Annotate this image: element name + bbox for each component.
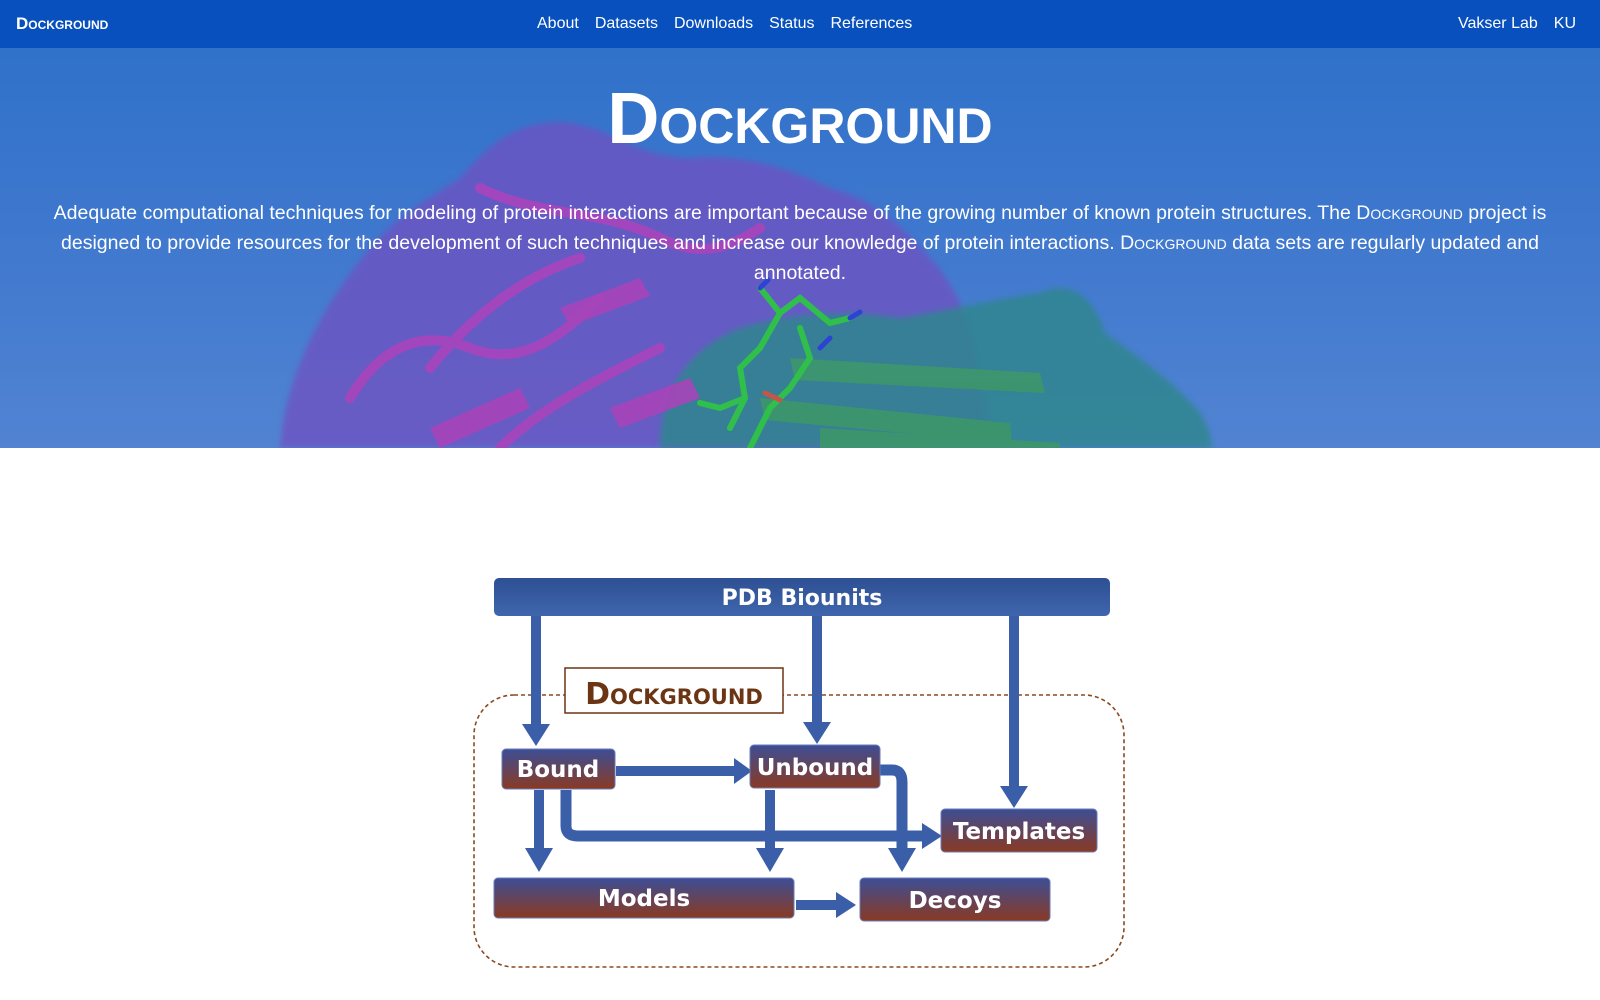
hero-description: Adequate computational techniques for mo… <box>28 198 1572 288</box>
pdb-biounits-label: PDB Biounits <box>722 586 883 611</box>
hero-description-part3: data sets are regularly updated and anno… <box>753 232 1539 284</box>
nav-ku[interactable]: KU <box>1553 15 1576 32</box>
decoys-label: Decoys <box>909 888 1002 914</box>
nav-downloads[interactable]: Downloads <box>673 15 754 32</box>
nav-status[interactable]: Status <box>769 15 815 32</box>
nav-datasets[interactable]: Datasets <box>594 15 658 32</box>
hero-title: Dockground <box>607 79 993 159</box>
hero-inline-brand: Dockground <box>1120 232 1227 254</box>
magenta-sheets <box>430 278 700 448</box>
dataset-flow-diagram: PDB Biounits Dockground Bound Unbound Te… <box>473 578 1125 968</box>
pdb-biounits-node: PDB Biounits <box>494 578 1110 616</box>
external-nav: Vakser Lab KU <box>1458 0 1576 48</box>
hero-description-part2: project is designed to provide resources… <box>61 202 1547 254</box>
dockground-boundary <box>473 694 1125 968</box>
ligand-sticks <box>697 285 853 448</box>
decoys-node: Decoys <box>859 877 1051 922</box>
magenta-ribbons <box>345 183 765 448</box>
unbound-label: Unbound <box>757 755 874 781</box>
dockground-label-node: Dockground <box>564 667 784 714</box>
top-navbar: Dockground About Datasets Downloads Stat… <box>0 0 1600 48</box>
bound-label: Bound <box>517 757 600 783</box>
nav-vakser-lab[interactable]: Vakser Lab <box>1458 15 1538 32</box>
brand-link[interactable]: Dockground <box>16 14 109 33</box>
hero-banner: Dockground Adequate computational techni… <box>0 48 1600 448</box>
bound-node: Bound <box>501 748 616 790</box>
models-label: Models <box>598 886 690 912</box>
hero-inline-brand: Dockground <box>1356 202 1463 224</box>
hero-description-part1: Adequate computational techniques for mo… <box>53 202 1357 224</box>
templates-node: Templates <box>940 808 1098 853</box>
nav-about[interactable]: About <box>537 15 579 32</box>
unbound-node: Unbound <box>749 744 881 789</box>
flow-arrows <box>522 616 1028 918</box>
green-ribbons <box>760 358 1060 448</box>
templates-label: Templates <box>953 819 1085 845</box>
nav-references[interactable]: References <box>830 15 913 32</box>
dockground-label: Dockground <box>585 677 763 712</box>
main-nav: About Datasets Downloads Status Referenc… <box>537 0 912 48</box>
models-node: Models <box>493 877 795 919</box>
protein-structure-illustration <box>0 48 1600 448</box>
ligand-atoms <box>757 277 863 403</box>
